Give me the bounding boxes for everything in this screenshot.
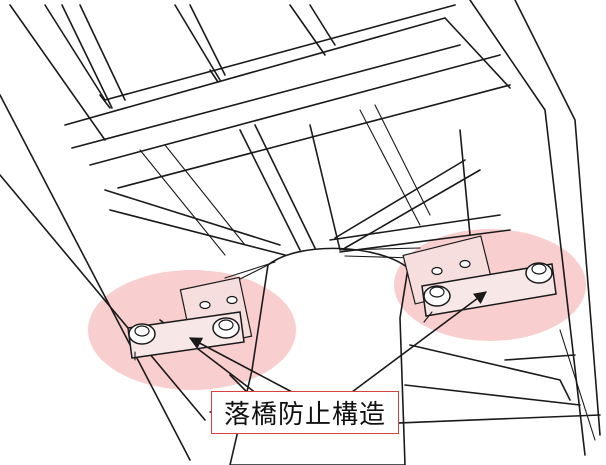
restrainer-right [402, 235, 557, 323]
restrainer-left [127, 276, 253, 361]
bolt-hole [226, 295, 238, 305]
bolt-hole [199, 300, 211, 310]
leader-arrow-right [351, 291, 488, 393]
leader-arrow-left [188, 337, 293, 393]
bolt-hole [459, 259, 471, 269]
callout-label-box: 落橋防止構造 [211, 391, 399, 434]
callout-label: 落橋防止構造 [223, 400, 386, 430]
bolt-hole [431, 266, 443, 276]
